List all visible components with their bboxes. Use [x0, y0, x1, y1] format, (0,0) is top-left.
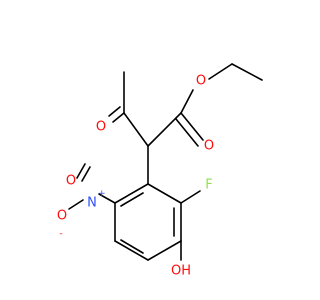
bond-ketone-double-b: [108, 106, 121, 117]
bond-ester-o-carbonyl: [180, 89, 194, 114]
ketone-oxygen-label: O: [96, 120, 106, 135]
nitro-oxygen-charge: -: [59, 229, 62, 239]
structure-canvas: O O O N + O O - F OH: [57, 63, 263, 279]
ester-carbonyl-oxygen-label: O: [204, 139, 214, 154]
bond-alpha-ester: [147, 112, 182, 147]
bond-nitro-single: [68, 199, 84, 210]
bond-alpha-ketone: [123, 112, 149, 147]
ester-oxygen-label: O: [196, 74, 206, 89]
fluorine-label: F: [205, 178, 212, 193]
ring-bond-c1-c2: [147, 183, 182, 204]
bond-nitro-double-b: [76, 163, 86, 179]
bond-ethyl-ch2-o: [208, 63, 233, 80]
ring-bond-c4-c5: [114, 240, 149, 261]
hydroxyl-label: OH: [171, 264, 191, 279]
bond-ester-carbonyl-double-b: [175, 118, 199, 147]
bond-ketone-double-a: [112, 112, 125, 123]
nitro-nitrogen-label: N: [87, 196, 97, 211]
bond-ring-fluorine: [180, 190, 201, 204]
ring-inner-bond-c: [120, 192, 144, 207]
molecule-diagram: O O O N + O O - F OH: [57, 63, 263, 279]
nitro-nitrogen-charge: +: [98, 189, 106, 199]
ring-bond-c6-c1: [114, 183, 149, 204]
nitro-oxygen-double-label: O: [66, 174, 76, 189]
bond-nitro-double-a: [81, 166, 91, 182]
bond-ring-nitro: [98, 193, 116, 204]
bond-ethyl-ch3-ch2: [231, 63, 263, 81]
bond-ester-carbonyl-double-a: [180, 112, 204, 141]
nitro-oxygen-single-label: O: [57, 209, 67, 224]
ring-inner-bond-b: [120, 239, 144, 254]
ring-bond-c3-c4: [147, 240, 182, 261]
